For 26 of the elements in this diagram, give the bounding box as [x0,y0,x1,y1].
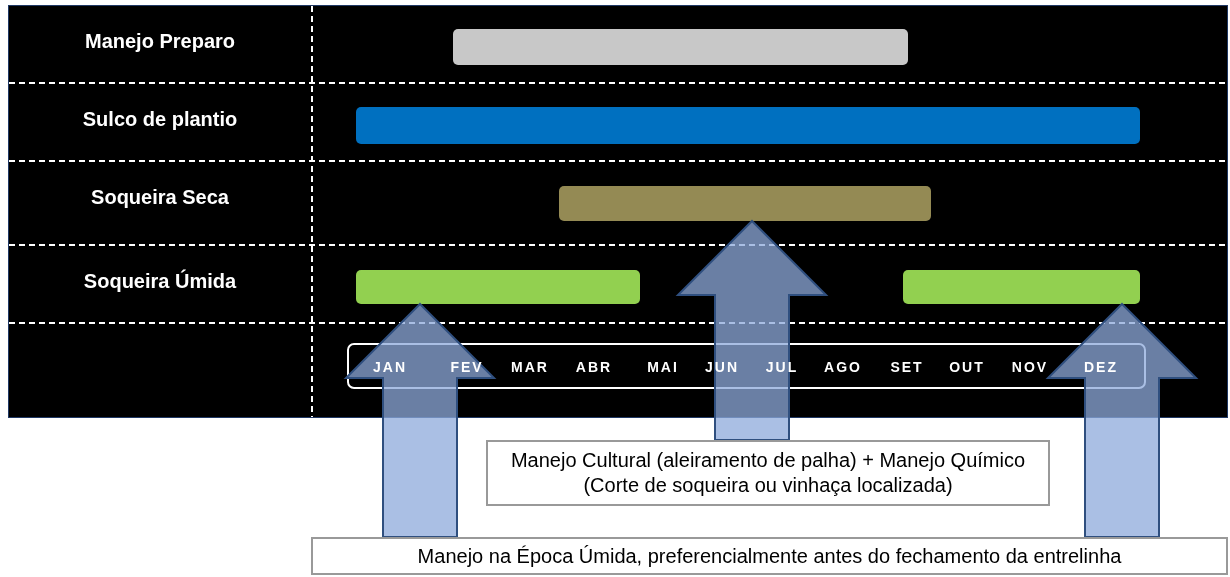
month-label: AGO [824,359,862,375]
month-label: FEV [450,359,484,375]
month-label: DEZ [1084,359,1118,375]
row-label: Sulco de plantio [82,108,238,131]
note-text: Manejo Cultural (aleiramento de palha) + Manejo Químico (Corte de soqueira ou vinhaça localizada) [510,448,1026,498]
row-label: Soqueira Seca [91,186,229,209]
timeline-bar [356,107,1140,144]
row-label: Manejo Preparo [85,30,235,53]
month-label: JAN [373,359,407,375]
block-arrow [675,219,829,441]
note-box [311,537,1228,575]
month-label: ABR [575,359,613,375]
block-arrow [343,302,497,538]
timeline-bar [453,29,908,65]
month-label: NOV [1011,359,1049,375]
month-label: MAR [511,359,549,375]
timeline-bar [903,270,1140,304]
row-label: Soqueira Úmida [83,270,237,293]
month-label: OUT [949,359,985,375]
month-label: SET [890,359,924,375]
month-label: MAI [647,359,679,375]
timeline-bar [356,270,640,304]
note-box [486,440,1050,506]
timeline-bar [559,186,931,221]
note-text: Manejo na Época Úmida, preferencialmente antes do fechamento da entrelinha [417,543,1122,569]
block-arrow [1045,302,1199,538]
